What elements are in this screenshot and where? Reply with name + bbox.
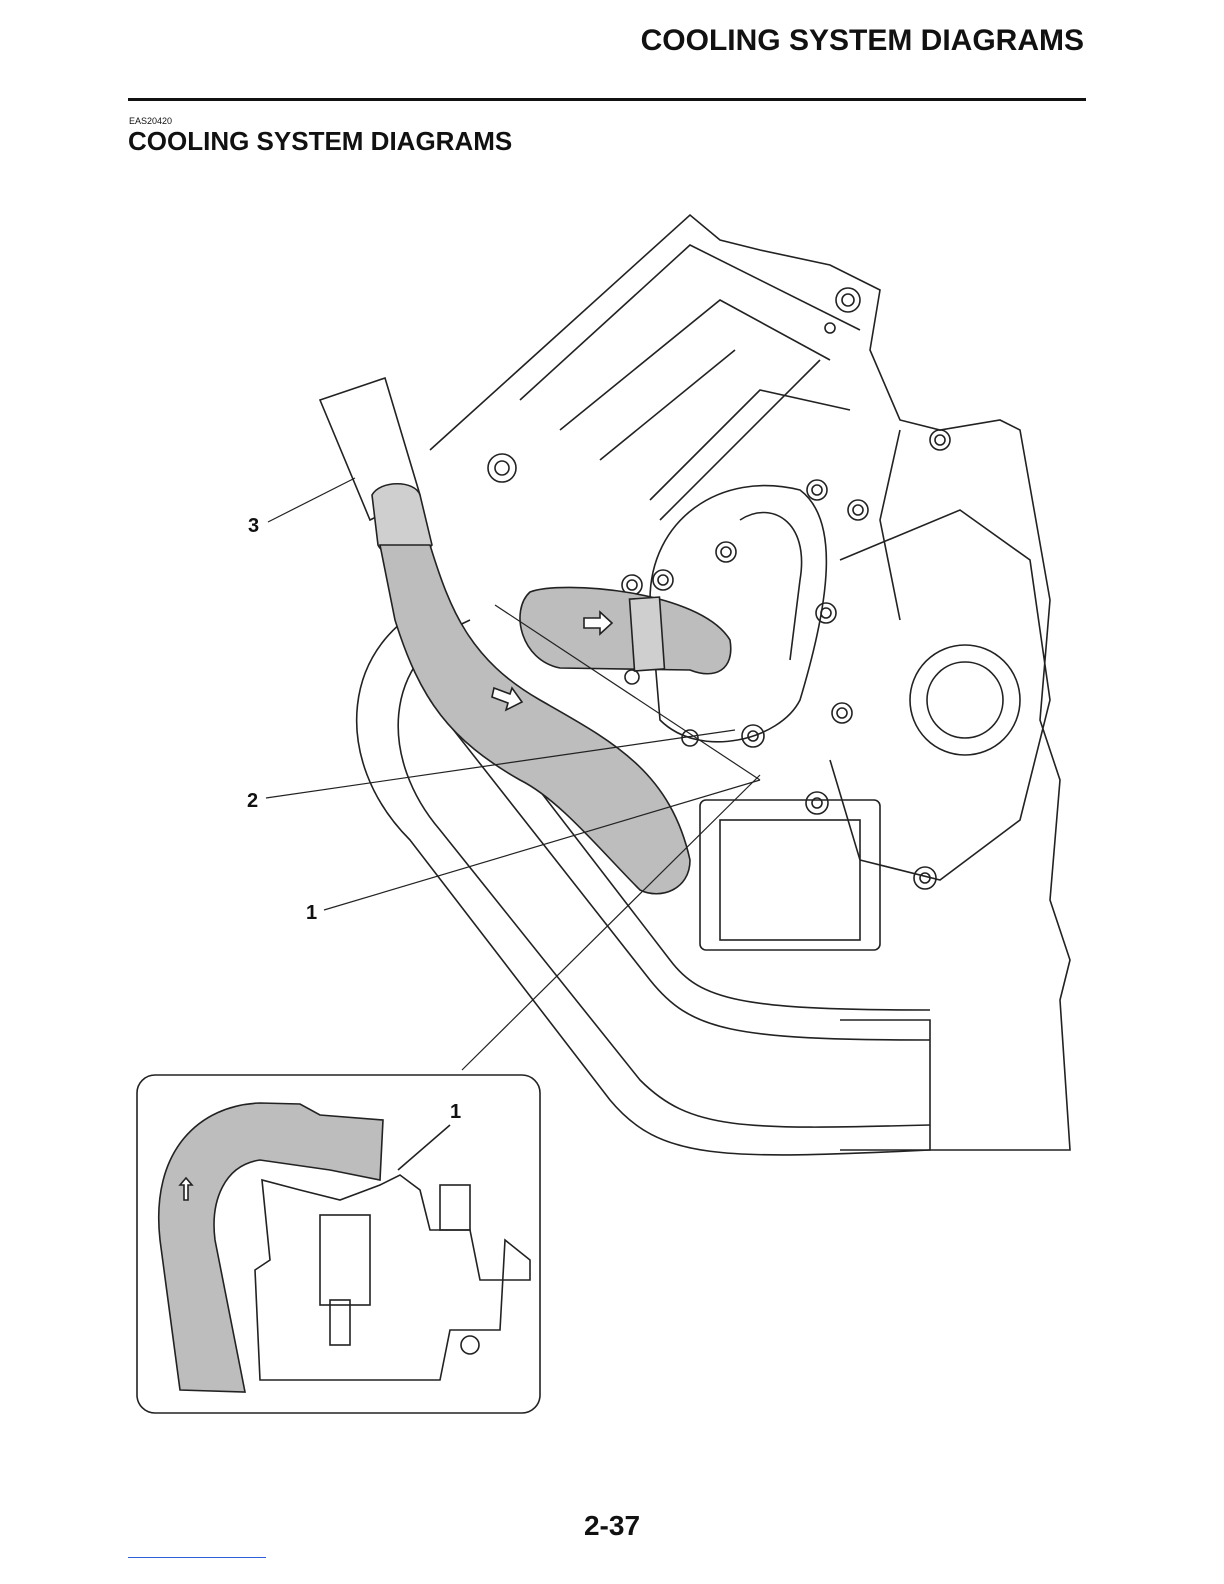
callout-3: 3 <box>248 515 259 538</box>
callout-2: 2 <box>247 790 258 813</box>
callout-1: 1 <box>306 902 317 925</box>
page-number: 2-37 <box>0 1510 1224 1542</box>
footer-link-underline[interactable] <box>128 1557 266 1558</box>
radiator-inlet-pipe <box>320 378 432 556</box>
callout-inset-1: 1 <box>450 1101 461 1124</box>
water-pump-outlet-hose <box>520 587 731 673</box>
inset-detail <box>137 1075 540 1413</box>
